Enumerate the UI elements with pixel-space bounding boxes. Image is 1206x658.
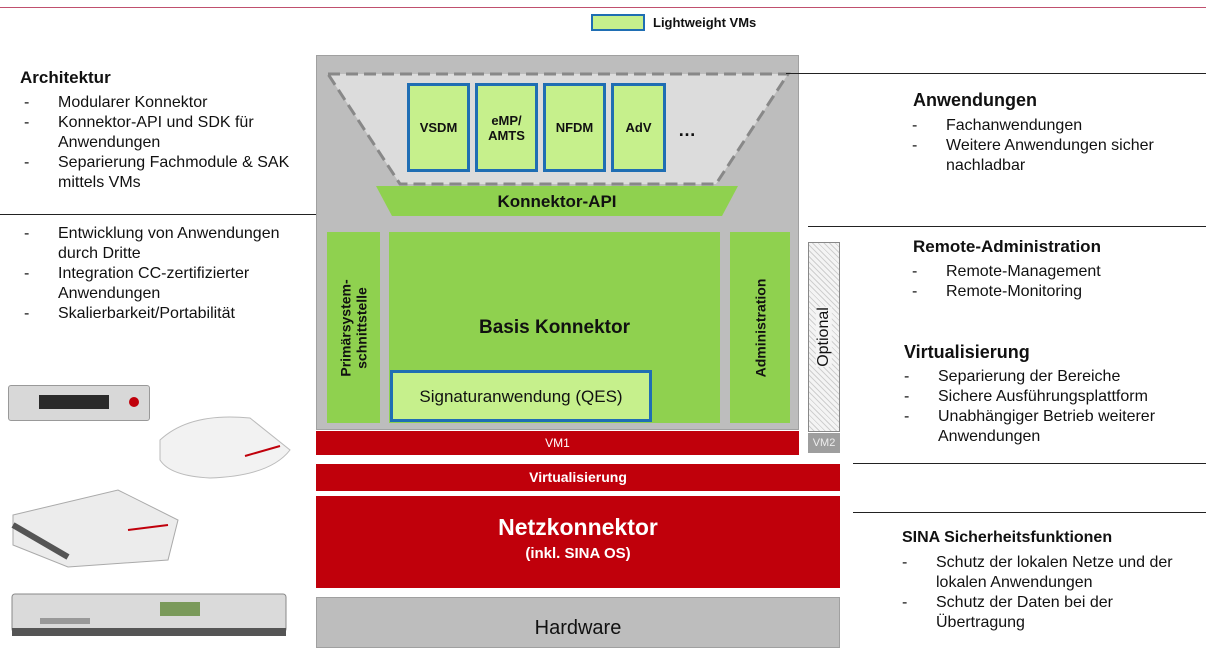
virt-list: Separierung der Bereiche Sichere Ausführ… bbox=[900, 367, 1206, 447]
list-item: Modularer Konnektor bbox=[20, 93, 310, 113]
sina-list: Schutz der lokalen Netze und der lokalen… bbox=[898, 553, 1203, 633]
administration-block: Administration bbox=[730, 232, 790, 423]
vm-nfdm: NFDM bbox=[543, 83, 606, 172]
divider bbox=[0, 214, 316, 215]
signature-application: Signaturanwendung (QES) bbox=[390, 370, 652, 422]
divider bbox=[786, 73, 1206, 74]
remote-list: Remote-Management Remote-Monitoring bbox=[908, 262, 1178, 302]
architecture-list: Modularer Konnektor Konnektor-API und SD… bbox=[20, 93, 310, 193]
list-item: Separierung der Bereiche bbox=[900, 367, 1206, 387]
legend-swatch bbox=[591, 14, 645, 31]
device-image-1 bbox=[8, 385, 150, 421]
top-rule bbox=[0, 7, 1206, 8]
optional-label: Optional bbox=[815, 307, 832, 367]
vm-vsdm: VSDM bbox=[407, 83, 470, 172]
more-vms: … bbox=[678, 120, 696, 140]
vm2-bar: VM2 bbox=[808, 433, 840, 453]
apps-list: Fachanwendungen Weitere Anwendungen sich… bbox=[908, 116, 1178, 176]
list-item: Remote-Monitoring bbox=[908, 282, 1178, 302]
architecture-title: Architektur bbox=[20, 68, 111, 87]
basis-konnektor-label: Basis Konnektor bbox=[479, 317, 630, 338]
device-image-3 bbox=[8, 485, 183, 570]
optional-block: Optional bbox=[808, 242, 840, 432]
netzkonnektor-label: Netzkonnektor bbox=[498, 514, 658, 540]
list-item: Schutz der lokalen Netze und der lokalen… bbox=[898, 553, 1203, 593]
list-item: Weitere Anwendungen sicher nachladbar bbox=[908, 136, 1178, 176]
hardware-block: Hardware bbox=[316, 597, 840, 648]
primary-system-interface-label: Primärsystem- schnittstelle bbox=[337, 278, 370, 377]
list-item: Entwicklung von Anwendungen durch Dritte bbox=[20, 224, 310, 264]
remote-title: Remote-Administration bbox=[913, 237, 1101, 256]
primary-system-interface: Primärsystem- schnittstelle bbox=[327, 232, 380, 423]
netzkonnektor-block: Netzkonnektor (inkl. SINA OS) bbox=[316, 496, 840, 588]
vm-emp-amts: eMP/ AMTS bbox=[475, 83, 538, 172]
vm-adv: AdV bbox=[611, 83, 666, 172]
device-image-4 bbox=[10, 588, 288, 640]
vm1-bar: VM1 bbox=[316, 431, 799, 455]
administration-label: Administration bbox=[752, 278, 768, 377]
apps-title: Anwendungen bbox=[913, 90, 1037, 110]
list-item: Konnektor-API und SDK für Anwendungen bbox=[20, 113, 310, 153]
architecture-list-2: Entwicklung von Anwendungen durch Dritte… bbox=[20, 224, 310, 324]
list-item: Separierung Fachmodule & SAK mittels VMs bbox=[20, 153, 310, 193]
list-item: Integration CC-zertifizierter Anwendunge… bbox=[20, 264, 310, 304]
netzkonnektor-sublabel: (inkl. SINA OS) bbox=[525, 545, 631, 562]
sina-title: SINA Sicherheitsfunktionen bbox=[902, 529, 1113, 546]
list-item: Sichere Ausführungsplattform bbox=[900, 387, 1206, 407]
device-image-2 bbox=[150, 410, 295, 482]
list-item: Unabhängiger Betrieb weiterer Anwendunge… bbox=[900, 407, 1206, 447]
virt-title: Virtualisierung bbox=[904, 342, 1030, 362]
legend-label: Lightweight VMs bbox=[653, 15, 757, 30]
divider bbox=[853, 463, 1206, 464]
list-item: Fachanwendungen bbox=[908, 116, 1178, 136]
list-item: Schutz der Daten bei der Übertragung bbox=[898, 593, 1203, 633]
konnektor-api-label: Konnektor-API bbox=[497, 192, 617, 211]
list-item: Skalierbarkeit/Portabilität bbox=[20, 304, 310, 324]
list-item: Remote-Management bbox=[908, 262, 1178, 282]
divider bbox=[808, 226, 1206, 227]
virtualization-bar: Virtualisierung bbox=[316, 464, 840, 491]
divider bbox=[853, 512, 1206, 513]
konnektor-api-shape bbox=[376, 186, 738, 216]
